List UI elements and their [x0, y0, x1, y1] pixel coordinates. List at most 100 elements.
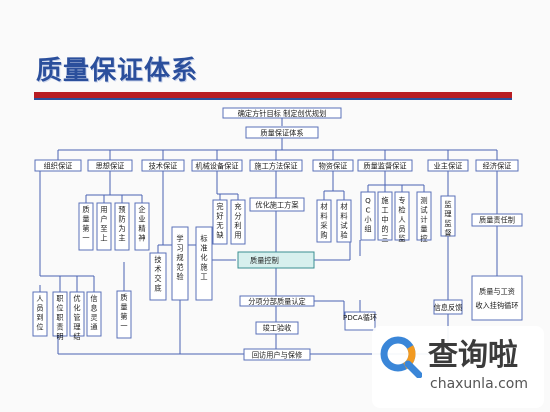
- vertical-char: 试: [420, 206, 427, 215]
- vertical-char: 交: [154, 274, 161, 283]
- vertical-char: 人: [398, 215, 405, 224]
- vertical-char: 标: [200, 234, 207, 243]
- vertical-label: 用户至上: [100, 205, 107, 243]
- vertical-label: 学习规范验: [176, 234, 183, 281]
- vertical-char: 用: [234, 231, 241, 240]
- vertical-char: 工: [381, 206, 388, 215]
- vertical-char: 组: [364, 225, 371, 234]
- vertical-char: 督: [444, 229, 451, 238]
- svg-text:质量与工资: 质量与工资: [479, 287, 515, 296]
- node-quality-first-2: 质量第一: [116, 290, 132, 339]
- vertical-char: 员: [36, 304, 43, 313]
- node-info-smooth: 信息灵通: [86, 291, 102, 337]
- node-inspector: 专检人员监: [394, 191, 410, 243]
- vertical-char: 控: [420, 234, 427, 243]
- vertical-char: 理: [444, 210, 451, 219]
- vertical-char: 防: [118, 215, 125, 224]
- vertical-char: C: [365, 206, 370, 215]
- svg-text:竣工验收: 竣工验收: [263, 324, 292, 333]
- vertical-char: 神: [138, 234, 145, 243]
- vertical-label: 材料采购: [320, 202, 327, 240]
- vertical-char: 到: [36, 313, 43, 322]
- vertical-char: 工: [200, 272, 207, 281]
- vertical-char: 学: [176, 234, 183, 243]
- vertical-label: 专检人员监: [398, 196, 405, 243]
- node-duty-clear: 职位职责明: [52, 291, 68, 341]
- vertical-char: 监: [444, 219, 451, 228]
- vertical-char: 灵: [90, 313, 97, 322]
- vertical-label: 质量第一: [82, 205, 89, 243]
- node-full-use: 充分利用: [230, 199, 246, 245]
- node-material: 物资保证: [312, 159, 354, 172]
- node-quality-first: 质量第一: [78, 202, 94, 251]
- vertical-char: 第: [120, 312, 127, 321]
- vertical-char: 检: [398, 206, 405, 215]
- vertical-label: 职位职责明: [56, 294, 63, 341]
- vertical-char: 无: [216, 221, 223, 230]
- node-supervisor: 监理监督: [440, 195, 456, 238]
- vertical-char: 的: [381, 225, 388, 234]
- svg-text:业主保证: 业主保证: [434, 162, 463, 171]
- vertical-label: 信息灵通: [90, 294, 97, 332]
- vertical-char: 测: [420, 196, 427, 205]
- vertical-label: 测试计量控: [420, 196, 427, 243]
- vertical-char: 三: [381, 234, 388, 243]
- vertical-label: 材料试验: [340, 202, 347, 240]
- node-acceptance: 分项分部质量认定: [239, 295, 315, 307]
- svg-text:回访用户与保修: 回访用户与保修: [252, 351, 302, 360]
- vertical-label: 监理监督: [444, 200, 451, 238]
- vertical-char: 人: [36, 294, 43, 303]
- vertical-char: 员: [398, 225, 405, 234]
- vertical-char: 职: [56, 313, 63, 322]
- node-revisit: 回访用户与保修: [243, 348, 311, 361]
- vertical-char: 材: [340, 202, 347, 211]
- svg-text:施工方法保证: 施工方法保证: [254, 162, 297, 171]
- vertical-char: 试: [340, 221, 347, 230]
- vertical-char: 缺: [216, 231, 223, 240]
- vertical-char: 专: [398, 196, 405, 205]
- vertical-label: 充分利用: [234, 202, 241, 240]
- node-supervision: 质量监督保证: [357, 159, 413, 172]
- vertical-char: 管: [73, 313, 80, 322]
- vertical-char: 施: [200, 263, 207, 272]
- vertical-char: 范: [176, 263, 183, 272]
- vertical-char: 材: [320, 202, 327, 211]
- vertical-char: 计: [420, 215, 427, 224]
- vertical-char: 量: [420, 225, 427, 234]
- vertical-label: 人员到位: [36, 294, 43, 332]
- node-optimize-mgmt: 优化管理结: [69, 291, 85, 341]
- node-org: 组织保证: [34, 159, 82, 172]
- vertical-label: 质量第一: [120, 293, 127, 331]
- watermark-url: chaxunla.com: [430, 376, 528, 392]
- node-test-control: 测试计量控: [416, 191, 432, 243]
- vertical-char: 优: [73, 294, 80, 303]
- svg-text:质量监督保证: 质量监督保证: [363, 162, 406, 171]
- vertical-char: 预: [118, 205, 125, 214]
- page-title: 质量保证体系: [36, 56, 199, 86]
- node-business: 业主保证: [427, 159, 469, 172]
- vertical-char: 中: [381, 215, 388, 224]
- vertical-char: 规: [176, 253, 183, 262]
- vertical-char: 户: [100, 215, 107, 224]
- vertical-char: 责: [56, 323, 63, 332]
- vertical-char: 为: [118, 224, 125, 233]
- svg-text:组织保证: 组织保证: [44, 162, 73, 171]
- vertical-char: 料: [320, 212, 327, 221]
- vertical-char: 监: [444, 200, 451, 209]
- vertical-char: 上: [100, 234, 107, 243]
- vertical-label: 完好无缺: [216, 202, 223, 240]
- svg-text:优化施工方案: 优化施工方案: [255, 201, 298, 210]
- vertical-char: 质: [120, 293, 127, 302]
- vertical-char: 化: [200, 253, 207, 262]
- vertical-char: 一: [120, 322, 127, 331]
- vertical-char: 主: [118, 234, 125, 243]
- svg-text:收入挂钩循环: 收入挂钩循环: [475, 301, 518, 310]
- vertical-char: 验: [340, 231, 347, 240]
- vertical-label: 施工中的三: [381, 196, 388, 243]
- vertical-char: 化: [73, 304, 80, 313]
- vertical-char: 业: [138, 215, 145, 224]
- vertical-char: 量: [120, 303, 127, 312]
- vertical-char: 采: [320, 221, 327, 230]
- node-user-first: 用户至上: [96, 202, 112, 251]
